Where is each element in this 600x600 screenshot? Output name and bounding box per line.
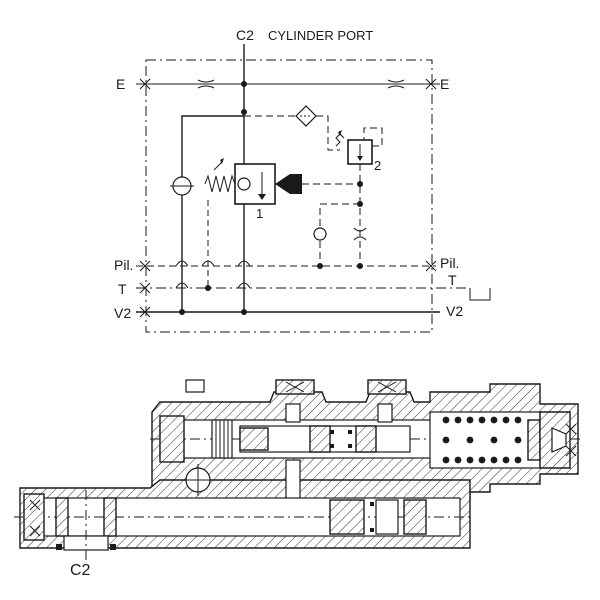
hydraulic-schematic: C2 CYLINDER PORT E E Pil. Pil. T T V2 V2… — [114, 27, 491, 333]
port-pil-left-label: Pil. — [114, 257, 133, 273]
valve-1-spring — [204, 174, 236, 193]
top-screw — [185, 379, 205, 393]
port-t-right-label: T — [448, 272, 457, 288]
schematic-enclosure — [145, 59, 433, 333]
port-v2-right-label: V2 — [446, 303, 463, 319]
valve-1-label: 1 — [256, 206, 263, 221]
valve-2-label: 2 — [374, 158, 381, 173]
e-line — [136, 78, 440, 90]
port-e-right-label: E — [440, 76, 449, 92]
pil-line — [136, 260, 437, 272]
port-v2-left-label: V2 — [114, 305, 131, 321]
tank-symbol — [469, 288, 491, 301]
spring-coils — [442, 416, 522, 464]
port-c2-label: C2 — [236, 27, 254, 43]
section-c2-label: C2 — [70, 562, 91, 579]
t-line — [136, 282, 491, 301]
v2-line — [136, 306, 440, 318]
port-pil-right-label: Pil. — [440, 255, 459, 271]
pilot-actuator — [275, 174, 302, 194]
valve-cross-section: C2 — [14, 379, 584, 579]
port-e-left-label: E — [116, 76, 125, 92]
port-t-left-label: T — [118, 281, 127, 297]
cylinder-port-title: CYLINDER PORT — [268, 28, 373, 43]
